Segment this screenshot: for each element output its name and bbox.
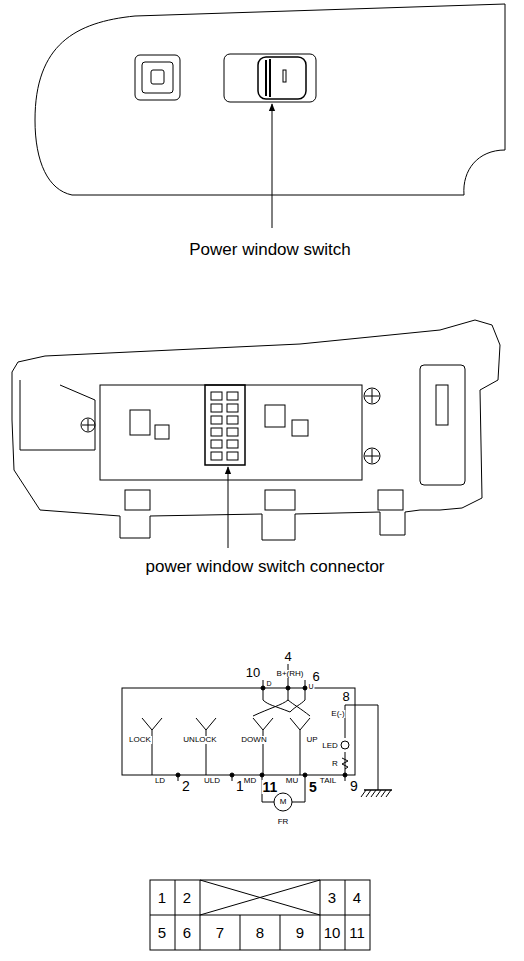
component-label: R (331, 760, 339, 768)
motor-symbol (274, 793, 292, 811)
ground-wire (345, 705, 378, 790)
connector-pin: 5 (158, 925, 166, 940)
motor-label: M (280, 798, 287, 806)
pin-number: 11 (262, 780, 279, 794)
connector-pin: 2 (183, 890, 191, 905)
pin-number: 8 (341, 690, 350, 703)
signal-name: U (307, 683, 314, 690)
down-contact (253, 718, 273, 775)
switch-label: UP (305, 736, 318, 744)
connector-pin: 3 (328, 890, 336, 905)
pin-wire (178, 775, 345, 802)
component-label: LED (321, 742, 339, 750)
door-panel-front (35, 4, 505, 195)
pin-number: 10 (246, 666, 260, 679)
switch-label: LOCK (128, 736, 152, 744)
connector-pin: 11 (349, 925, 365, 940)
switch-label: UNLOCK (182, 736, 217, 744)
signal-name: MD (243, 777, 257, 785)
lock-contact (142, 718, 162, 775)
signal-name: LD (155, 777, 165, 785)
signal-name: D (265, 680, 272, 687)
switch-body (100, 385, 362, 480)
connector-pin: 1 (158, 890, 166, 905)
window-switch-bezel (224, 54, 316, 102)
connector-pin: 6 (183, 925, 191, 940)
connector-pin: 7 (216, 925, 224, 940)
signal-name: ULD (204, 777, 220, 785)
pin-number: 9 (350, 779, 358, 793)
contact-wiring (253, 688, 310, 716)
connector-pin: 8 (256, 925, 264, 940)
ground-symbol (364, 789, 392, 791)
signal-name: B+(RH) (276, 670, 305, 678)
terminal-wire (263, 664, 305, 688)
door-panel-rear (12, 320, 500, 540)
pin-number: 2 (182, 779, 190, 793)
pin-number: 5 (308, 780, 318, 794)
pin-number: 6 (312, 670, 319, 683)
part-name: Power window switch (189, 241, 351, 258)
connector-pin: 9 (296, 925, 304, 940)
part-name: power window switch connector (145, 558, 384, 575)
resistor-symbol (342, 758, 348, 769)
blank-cell-cross (200, 880, 320, 915)
pin-number: 4 (284, 650, 291, 663)
window-rocker (258, 57, 306, 99)
switch-label: DOWN (240, 736, 267, 744)
leader-line (272, 104, 273, 228)
signal-name: E(-) (330, 710, 345, 718)
signal-name: MU (285, 777, 299, 785)
signal-name: TAIL (319, 777, 337, 785)
connector-pin: 4 (353, 890, 361, 905)
led-symbol (341, 741, 349, 749)
switch-housing (122, 688, 355, 775)
unlock-contact (196, 718, 216, 775)
connector-housing (205, 385, 245, 465)
up-contact (290, 718, 310, 775)
lock-switch (135, 55, 180, 100)
leader-line (228, 467, 229, 548)
motor-label: FR (278, 818, 289, 826)
connector-face (150, 880, 370, 950)
connector-pin: 10 (324, 925, 341, 940)
